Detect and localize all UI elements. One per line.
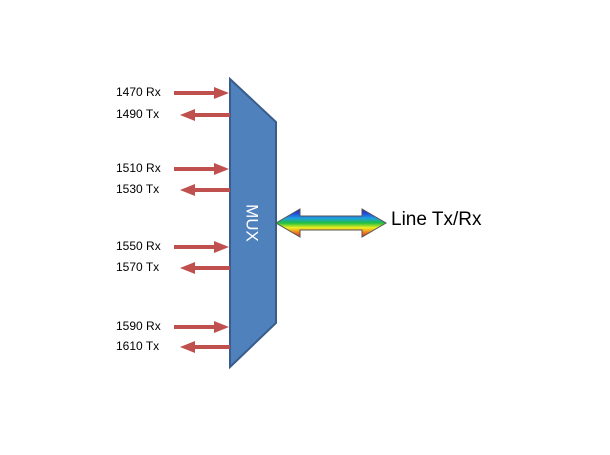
port-label-1550-rx: 1550 Rx <box>116 239 161 253</box>
port-arrow-1590-rx <box>174 321 229 333</box>
line-bidirectional-arrow <box>275 208 387 238</box>
port-label-1590-rx: 1590 Rx <box>116 319 161 333</box>
port-label-1510-rx: 1510 Rx <box>116 161 161 175</box>
arrow-head <box>180 341 195 353</box>
arrow-head <box>214 87 229 99</box>
arrow-shaft <box>193 345 230 349</box>
port-arrow-1470-rx <box>174 87 229 99</box>
port-label-1530-tx: 1530 Tx <box>116 182 160 196</box>
mux-label: MUX <box>243 204 262 242</box>
port-arrows <box>174 87 230 353</box>
mux-block <box>229 76 277 370</box>
arrow-shaft <box>174 245 216 249</box>
arrow-head <box>214 163 229 175</box>
arrow-shaft <box>174 325 216 329</box>
arrow-shaft <box>193 113 230 117</box>
port-arrow-1550-rx <box>174 241 229 253</box>
port-label-1470-rx: 1470 Rx <box>116 85 161 99</box>
port-arrow-1530-tx <box>180 184 230 196</box>
port-label-1570-tx: 1570 Tx <box>116 260 160 274</box>
port-arrow-1570-tx <box>180 262 230 274</box>
arrow-shaft <box>174 91 216 95</box>
line-tx-rx-label: Line Tx/Rx <box>391 209 482 230</box>
port-arrow-1490-tx <box>180 109 230 121</box>
arrow-head <box>214 241 229 253</box>
arrow-head <box>214 321 229 333</box>
arrow-shaft <box>174 167 216 171</box>
port-label-1610-tx: 1610 Tx <box>116 339 160 353</box>
port-label-1490-tx: 1490 Tx <box>116 107 160 121</box>
arrow-head <box>180 109 195 121</box>
arrow-head <box>180 184 195 196</box>
arrow-head <box>180 262 195 274</box>
port-arrow-1610-tx <box>180 341 230 353</box>
arrow-shaft <box>193 188 230 192</box>
arrow-shaft <box>193 266 230 270</box>
port-arrow-1510-rx <box>174 163 229 175</box>
